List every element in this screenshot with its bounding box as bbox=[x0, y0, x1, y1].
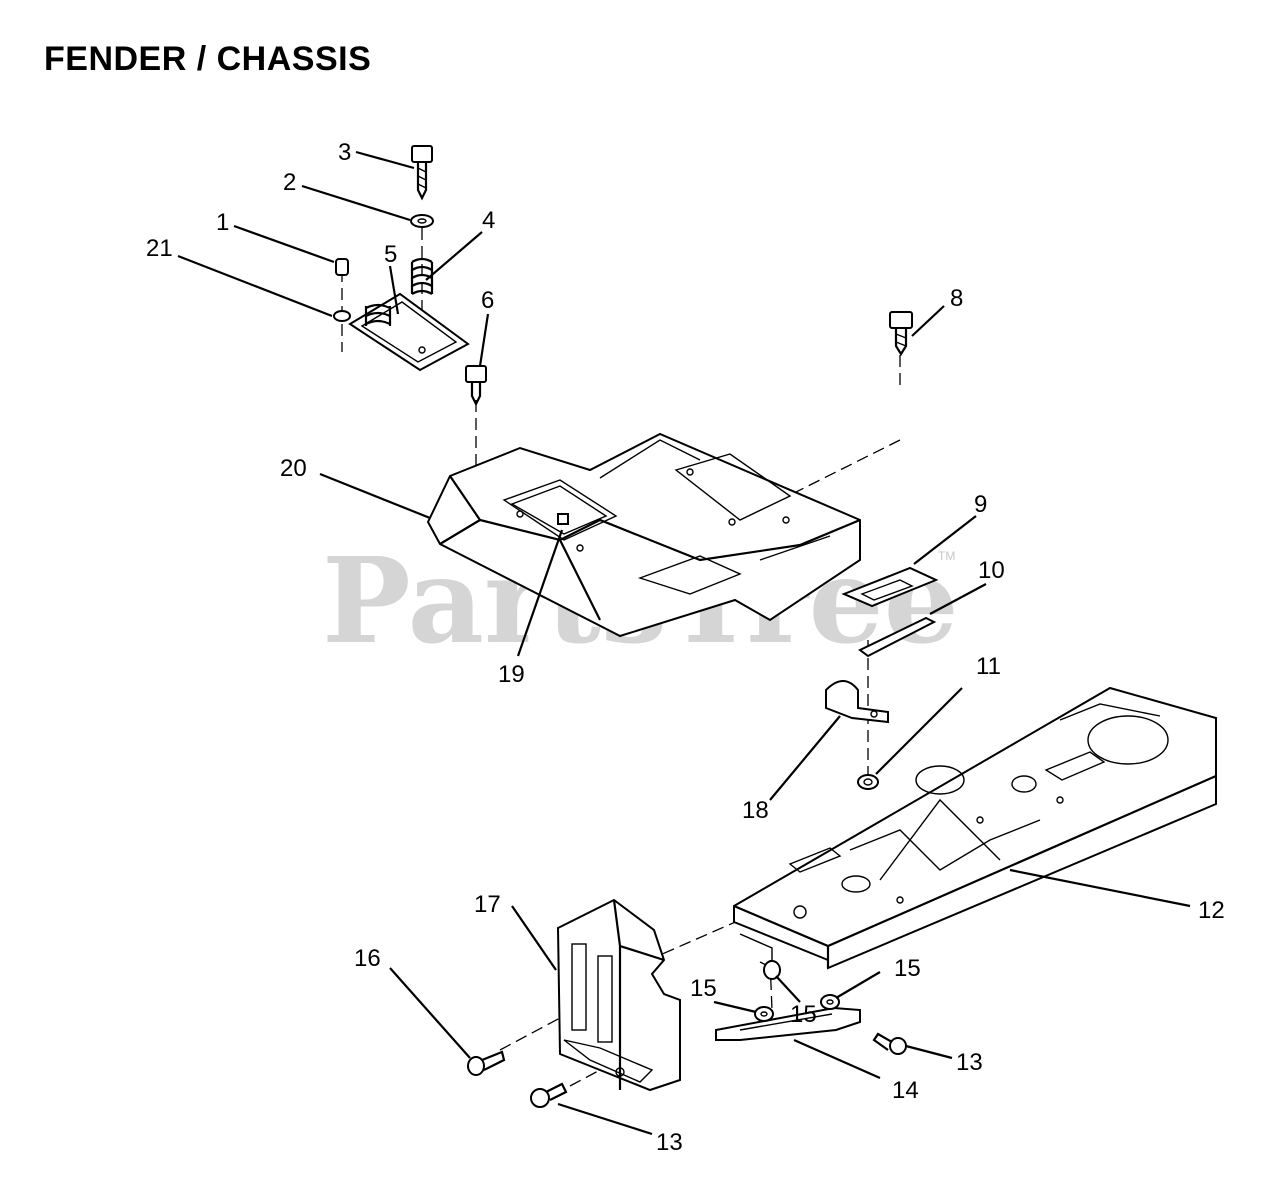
callout-17: 17 bbox=[474, 891, 501, 918]
washer-part-2 bbox=[410, 214, 434, 228]
nut-part-15-right bbox=[820, 994, 840, 1010]
bolt-part-16 bbox=[467, 1050, 506, 1076]
callout-20: 20 bbox=[280, 455, 307, 482]
plate-part-10 bbox=[858, 616, 937, 658]
bolt-part-13-lower bbox=[530, 1082, 568, 1108]
nut-part-15-center bbox=[763, 960, 781, 980]
callout-13-lower: 13 bbox=[656, 1129, 683, 1156]
nut-part-11 bbox=[857, 774, 879, 790]
callout-3: 3 bbox=[338, 139, 351, 166]
callout-2: 2 bbox=[283, 169, 296, 196]
nut-part-15-left bbox=[754, 1006, 774, 1022]
callout-19: 19 bbox=[498, 661, 525, 688]
pin-part-1 bbox=[335, 258, 349, 276]
front-bracket-part-17 bbox=[556, 898, 681, 1092]
bolt-part-8 bbox=[889, 311, 913, 357]
plate-part-5 bbox=[348, 292, 470, 372]
callout-1: 1 bbox=[216, 209, 229, 236]
bolt-part-3 bbox=[411, 145, 433, 201]
clamp-part-18 bbox=[825, 680, 889, 724]
callout-18: 18 bbox=[742, 797, 769, 824]
callout-21: 21 bbox=[146, 235, 173, 262]
fender-part-20 bbox=[426, 432, 861, 638]
callout-numbers: 3 2 4 1 21 5 6 8 20 9 10 11 19 18 12 17 … bbox=[146, 139, 1225, 1156]
bolt-part-6 bbox=[465, 365, 487, 407]
callout-5: 5 bbox=[384, 241, 397, 268]
callout-4: 4 bbox=[482, 207, 495, 234]
washer-part-21 bbox=[333, 310, 351, 322]
leader-lines bbox=[177, 150, 1191, 1136]
callout-15-right: 15 bbox=[894, 955, 921, 982]
callout-13-right: 13 bbox=[956, 1049, 983, 1076]
page-title: FENDER / CHASSIS bbox=[44, 40, 372, 78]
chassis-frame-part-12 bbox=[733, 686, 1217, 970]
screw-part-19 bbox=[557, 513, 569, 525]
callout-9: 9 bbox=[974, 491, 987, 518]
spring-part-4 bbox=[410, 257, 434, 295]
callout-10: 10 bbox=[978, 557, 1005, 584]
callout-15-center: 15 bbox=[790, 1001, 817, 1028]
axle-bracket-part-14 bbox=[715, 1006, 861, 1041]
callout-8: 8 bbox=[950, 285, 963, 312]
callout-6: 6 bbox=[481, 287, 494, 314]
callout-15-left: 15 bbox=[690, 975, 717, 1002]
callout-12: 12 bbox=[1198, 897, 1225, 924]
bracket-part-9 bbox=[841, 566, 939, 608]
callout-11: 11 bbox=[976, 653, 1001, 680]
callout-16: 16 bbox=[354, 945, 381, 972]
bolt-part-13-right bbox=[872, 1032, 907, 1055]
callout-14: 14 bbox=[892, 1077, 919, 1104]
watermark-tm: TM bbox=[938, 549, 955, 563]
